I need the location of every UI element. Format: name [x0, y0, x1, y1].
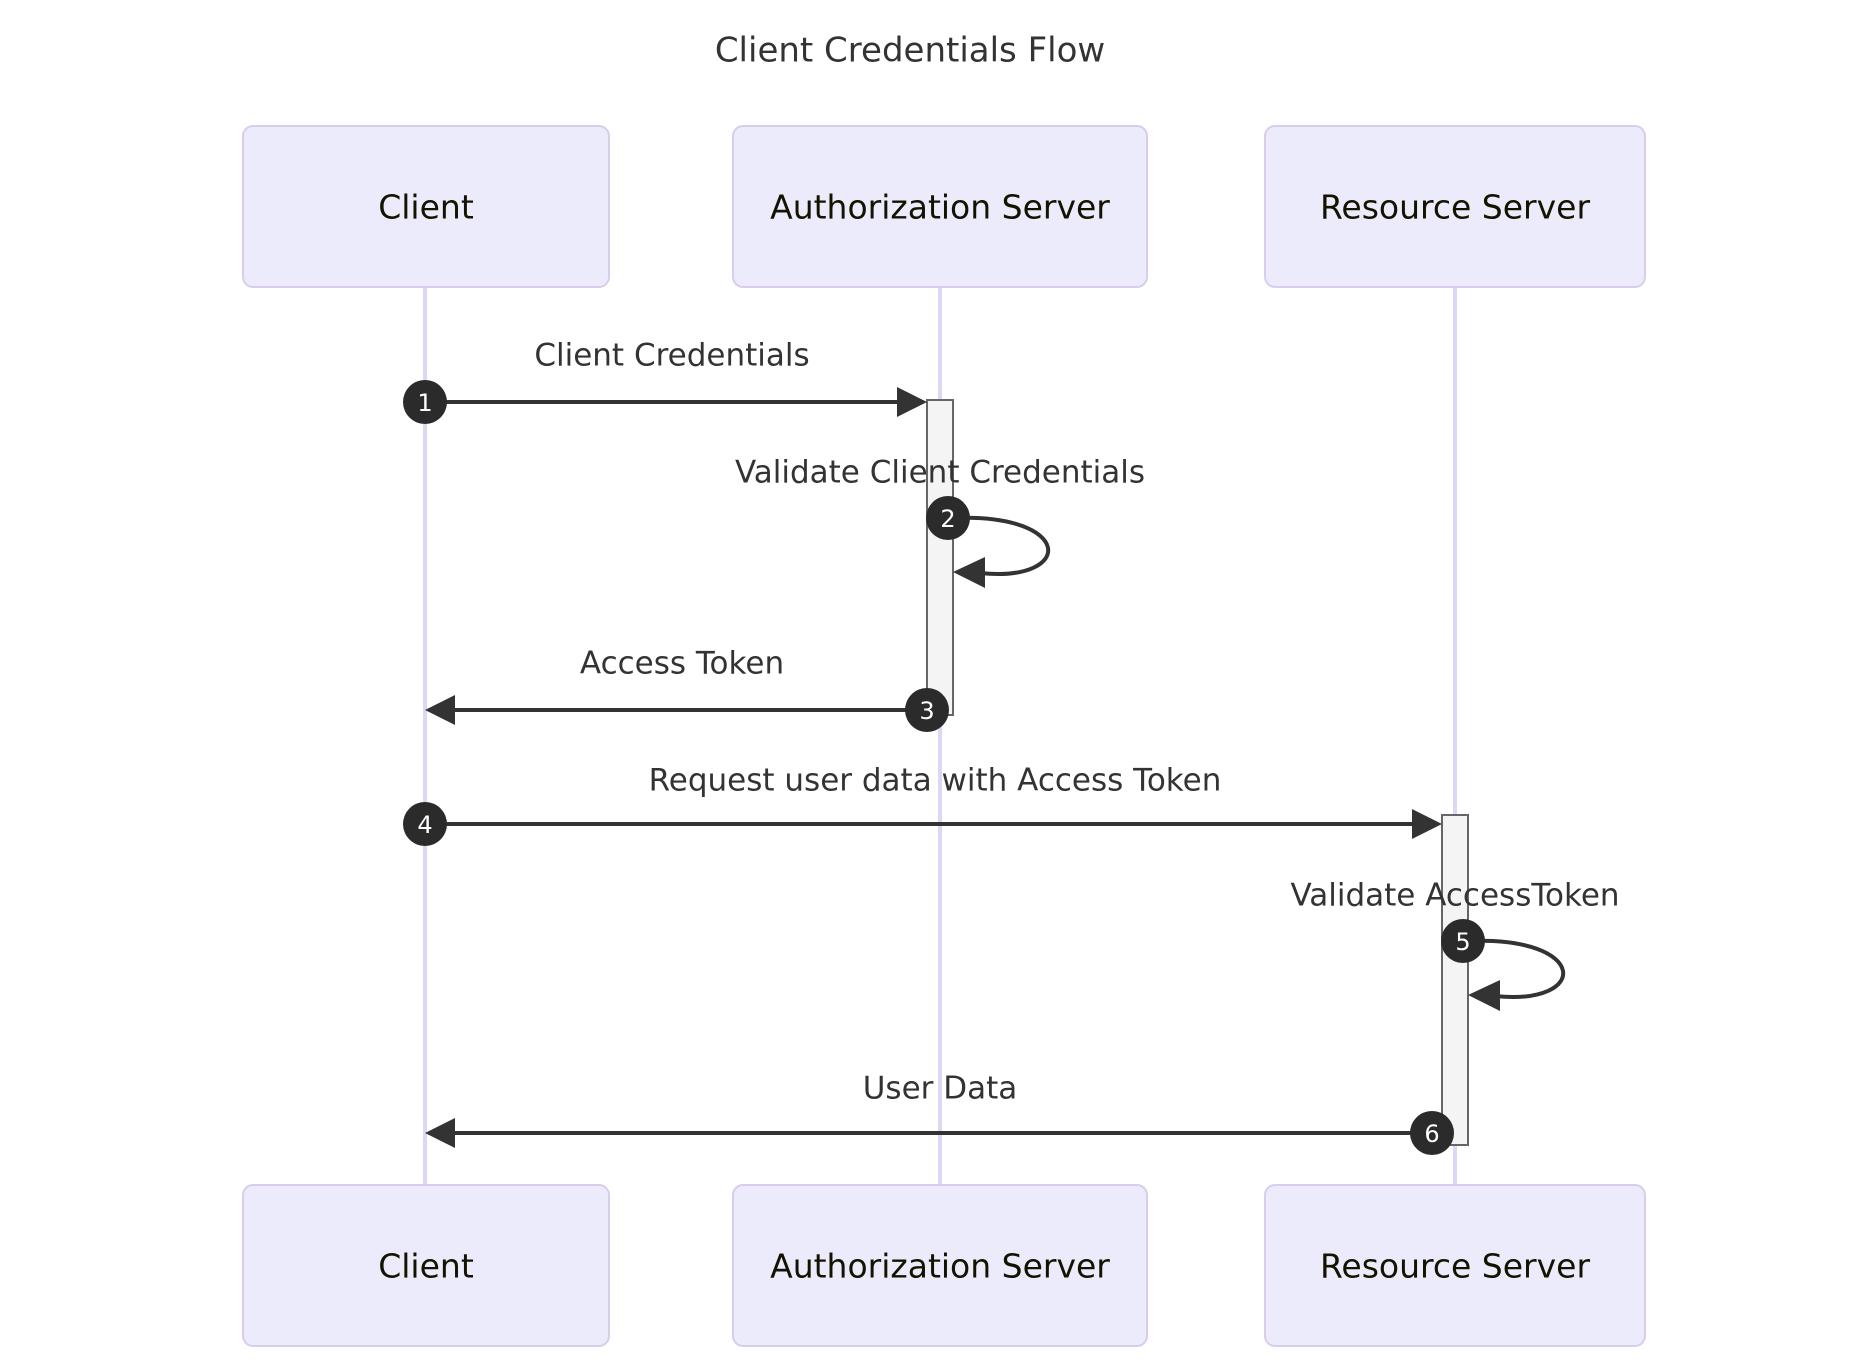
- self-loop-line: [952, 515, 1051, 576]
- sequence-number: 2: [940, 505, 955, 533]
- participant-label: Authorization Server: [770, 1247, 1110, 1286]
- sequence-number: 5: [1455, 928, 1470, 956]
- message-3[interactable]: Access Token 3: [425, 646, 949, 733]
- participant-label: Client: [378, 1247, 474, 1286]
- message-label: User Data: [863, 1071, 1018, 1107]
- message-2[interactable]: Validate Client Credentials 2: [735, 455, 1145, 589]
- arrow-head-icon: [953, 557, 985, 588]
- message-label: Validate AccessToken: [1290, 878, 1619, 914]
- participant-client-bottom[interactable]: Client: [242, 1184, 610, 1347]
- sequence-marker: [1441, 919, 1485, 963]
- participant-authorization-server-bottom[interactable]: Authorization Server: [732, 1184, 1148, 1347]
- participant-box: [242, 125, 610, 288]
- message-1[interactable]: Client Credentials 1: [403, 338, 927, 425]
- message-label: Request user data with Access Token: [649, 763, 1222, 799]
- message-label: Client Credentials: [534, 338, 809, 374]
- sequence-number: 4: [417, 811, 432, 839]
- participant-label: Resource Server: [1320, 1247, 1590, 1286]
- arrow-head-icon: [425, 695, 455, 725]
- message-4[interactable]: Request user data with Access Token 4: [403, 763, 1442, 847]
- sequence-marker: [403, 802, 447, 846]
- participant-authorization-server-top[interactable]: Authorization Server: [732, 125, 1148, 288]
- message-5[interactable]: Validate AccessToken 5: [1290, 878, 1620, 1012]
- sequence-marker: [403, 380, 447, 424]
- sequence-number: 3: [919, 697, 934, 725]
- participant-box: [732, 1184, 1148, 1347]
- message-label: Validate Client Credentials: [735, 455, 1145, 491]
- sequence-number: 1: [417, 389, 432, 417]
- activation-bar-resource-server: [1441, 814, 1469, 1146]
- arrow-head-icon: [1468, 980, 1500, 1011]
- participant-box: [1264, 125, 1646, 288]
- arrow-head-icon: [897, 387, 927, 417]
- sequence-number: 6: [1424, 1120, 1439, 1148]
- sequence-marker: [905, 688, 949, 732]
- arrow-head-icon: [425, 1118, 455, 1148]
- participant-resource-server-bottom[interactable]: Resource Server: [1264, 1184, 1646, 1347]
- page-title: Client Credentials Flow: [715, 31, 1105, 71]
- self-loop-line: [1467, 938, 1566, 999]
- message-6[interactable]: User Data 6: [425, 1071, 1454, 1156]
- participant-box: [732, 125, 1148, 288]
- participant-label: Authorization Server: [770, 188, 1110, 227]
- participant-client-top[interactable]: Client: [242, 125, 610, 288]
- participant-label: Client: [378, 188, 474, 227]
- participant-box: [1264, 1184, 1646, 1347]
- arrow-head-icon: [1412, 809, 1442, 839]
- sequence-marker: [926, 496, 970, 540]
- participant-resource-server-top[interactable]: Resource Server: [1264, 125, 1646, 288]
- participant-box: [242, 1184, 610, 1347]
- sequence-marker: [1410, 1111, 1454, 1155]
- participant-label: Resource Server: [1320, 188, 1590, 227]
- activation-bar-authorization-server: [926, 399, 954, 716]
- message-label: Access Token: [580, 646, 784, 682]
